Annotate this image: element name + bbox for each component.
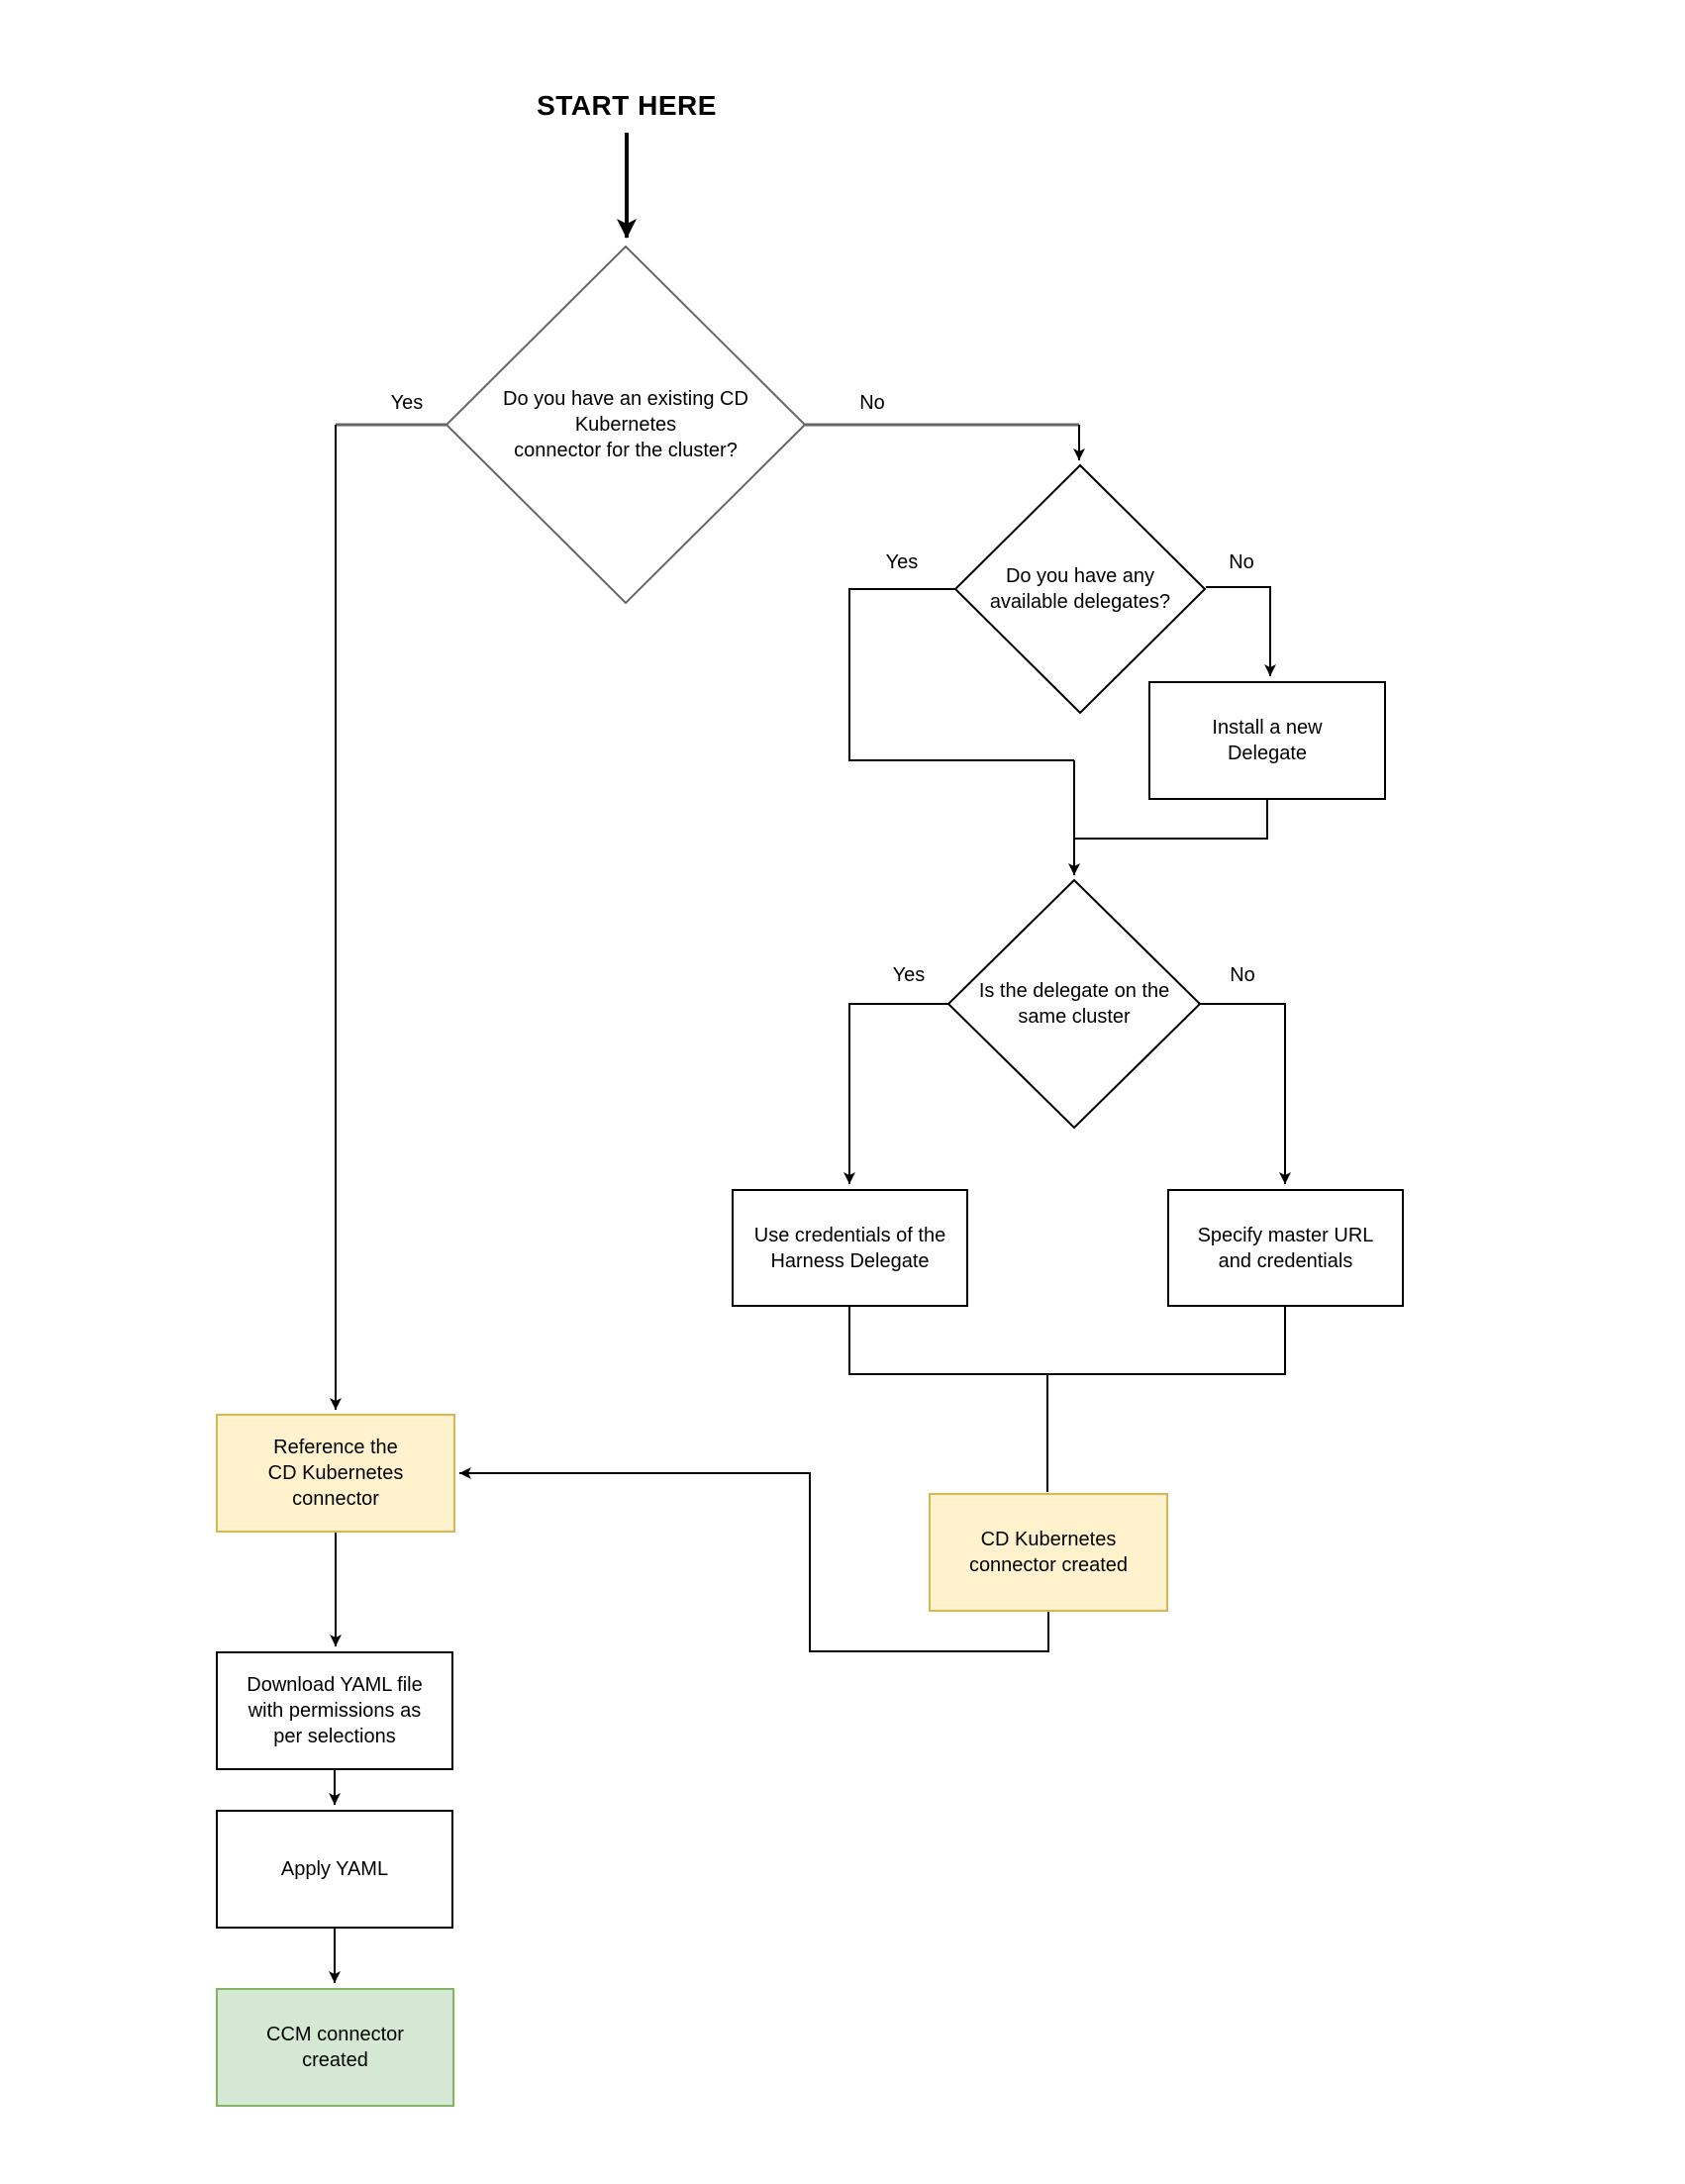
install-delegate-box: Install a new Delegate [1148, 681, 1386, 800]
start-here-title: START HERE [537, 90, 717, 121]
apply-yaml-box: Apply YAML [216, 1810, 453, 1929]
ccm-connector-created-box: CCM connector created [216, 1988, 454, 2107]
decision-same-cluster-shape [946, 878, 1202, 1130]
specify-master-url-box: Specify master URL and credentials [1167, 1189, 1404, 1307]
edge-install-out [1074, 800, 1268, 840]
branch-label-yes-delegates: Yes [885, 551, 919, 573]
branch-label-yes-same-cluster: Yes [892, 964, 926, 986]
edge-yes-same-cluster [843, 1003, 948, 1184]
branch-label-no-delegates: No [1229, 551, 1254, 573]
branch-label-yes-existing: Yes [390, 392, 424, 414]
edge-yes-delegates [848, 588, 1074, 761]
reference-connector-box: Reference the CD Kubernetes connector [216, 1414, 455, 1533]
cd-connector-created-box: CD Kubernetes connector created [929, 1493, 1168, 1612]
branch-label-no-existing: No [859, 392, 885, 414]
edge-created-to-reference [459, 1467, 1049, 1652]
use-delegate-credentials-box: Use credentials of the Harness Delegate [732, 1189, 968, 1307]
decision-available-delegates-shape [953, 463, 1207, 715]
download-yaml-box: Download YAML file with permissions as p… [216, 1651, 453, 1770]
edge-no-same-cluster [1200, 1003, 1291, 1184]
edge-no-delegates [1206, 586, 1276, 676]
branch-label-no-same-cluster: No [1230, 964, 1255, 986]
decision-existing-connector-shape [445, 245, 807, 605]
edge-use-credentials-out [848, 1307, 1047, 1375]
edge-specify-url-out [1047, 1307, 1286, 1375]
